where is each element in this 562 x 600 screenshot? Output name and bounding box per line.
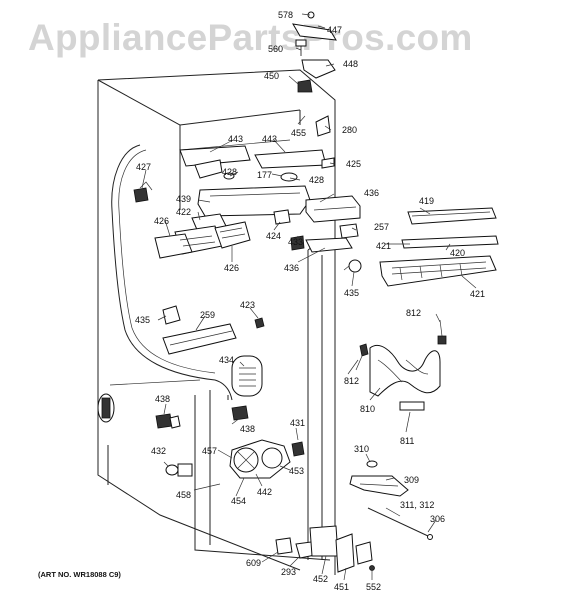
callout-309: 309	[404, 475, 419, 485]
lamp-socket	[165, 463, 193, 477]
callout-454: 454	[231, 496, 246, 506]
callout-439: 439	[176, 194, 191, 204]
callout-177: 177	[257, 170, 272, 180]
heater-assembly	[355, 319, 447, 411]
callout-432: 432	[151, 446, 166, 456]
callout-424: 424	[266, 231, 281, 241]
mullion-post	[307, 239, 336, 565]
callout-436-bottom: 436	[284, 263, 299, 273]
plug-connector	[133, 187, 149, 203]
callout-310: 310	[354, 444, 369, 454]
leader-lines	[141, 13, 477, 581]
callout-426-bottom: 426	[224, 263, 239, 273]
callout-435-right: 435	[344, 288, 359, 298]
callout-552: 552	[366, 582, 381, 592]
art-number: (ART NO. WR18088 C9)	[38, 570, 121, 579]
callout-810: 810	[360, 404, 375, 414]
small-fitting	[273, 209, 291, 225]
callout-labels: 578 447 560 448 450 455 280 443 443 425 …	[135, 10, 485, 592]
heater-bracket	[349, 460, 409, 497]
callout-457: 457	[202, 446, 217, 456]
damper-fan-assembly	[229, 439, 305, 479]
callout-609: 609	[246, 558, 261, 568]
callout-428-left: 428	[222, 167, 237, 177]
cabinet-liner	[97, 69, 336, 575]
light-shield	[162, 323, 237, 355]
callout-448: 448	[343, 59, 358, 69]
callout-436-top: 436	[364, 188, 379, 198]
thermostat-control	[231, 355, 263, 397]
switch-438	[231, 405, 249, 421]
callout-435-left: 435	[135, 315, 150, 325]
callout-306: 306	[430, 514, 445, 524]
callout-423: 423	[240, 300, 255, 310]
wire-harness	[111, 144, 233, 401]
callout-421-bottom: 421	[470, 289, 485, 299]
callout-420: 420	[450, 248, 465, 258]
callout-257: 257	[374, 222, 389, 232]
callout-422: 422	[176, 207, 191, 217]
callout-438-right: 438	[240, 424, 255, 434]
callout-458: 458	[176, 490, 191, 500]
callout-421-top: 421	[376, 241, 391, 251]
switch-438b	[155, 413, 173, 429]
callout-433: 433	[288, 237, 303, 247]
callout-812-left: 812	[344, 376, 359, 386]
fastener-423	[254, 317, 265, 329]
callout-442: 442	[257, 487, 272, 497]
air-vent-assembly	[154, 213, 251, 259]
callout-578: 578	[278, 10, 293, 20]
callout-419: 419	[419, 196, 434, 206]
callout-452: 452	[313, 574, 328, 584]
callout-259: 259	[200, 310, 215, 320]
callout-443-left: 443	[228, 134, 243, 144]
light-socket	[290, 235, 305, 251]
shelf-assembly	[379, 207, 499, 287]
callout-427: 427	[136, 162, 151, 172]
callout-812-right: 812	[406, 308, 421, 318]
callout-811: 811	[400, 436, 414, 446]
callout-428-right: 428	[309, 175, 324, 185]
callout-453: 453	[289, 466, 304, 476]
callout-293: 293	[281, 567, 296, 577]
callout-447: 447	[327, 25, 342, 35]
top-fixtures	[179, 115, 335, 182]
bottom-hinge-assembly	[275, 525, 375, 573]
callout-426-left: 426	[154, 216, 169, 226]
heater-rod	[367, 507, 429, 537]
watermark: AppliancePartsPros.com	[28, 17, 473, 58]
control-cover	[197, 185, 311, 217]
callout-443-right: 443	[262, 134, 277, 144]
callout-438-left: 438	[155, 394, 170, 404]
callout-434: 434	[219, 355, 234, 365]
clip-435	[162, 305, 181, 325]
callout-451: 451	[334, 582, 349, 592]
callout-450: 450	[264, 71, 279, 81]
callout-280: 280	[342, 125, 357, 135]
top-hinge-assembly	[292, 11, 337, 93]
callout-431: 431	[290, 418, 305, 428]
callout-560: 560	[268, 44, 283, 54]
callout-455: 455	[291, 128, 306, 138]
control-box	[305, 195, 362, 273]
callout-425: 425	[346, 159, 361, 169]
callout-311-312: 311, 312	[400, 500, 434, 510]
